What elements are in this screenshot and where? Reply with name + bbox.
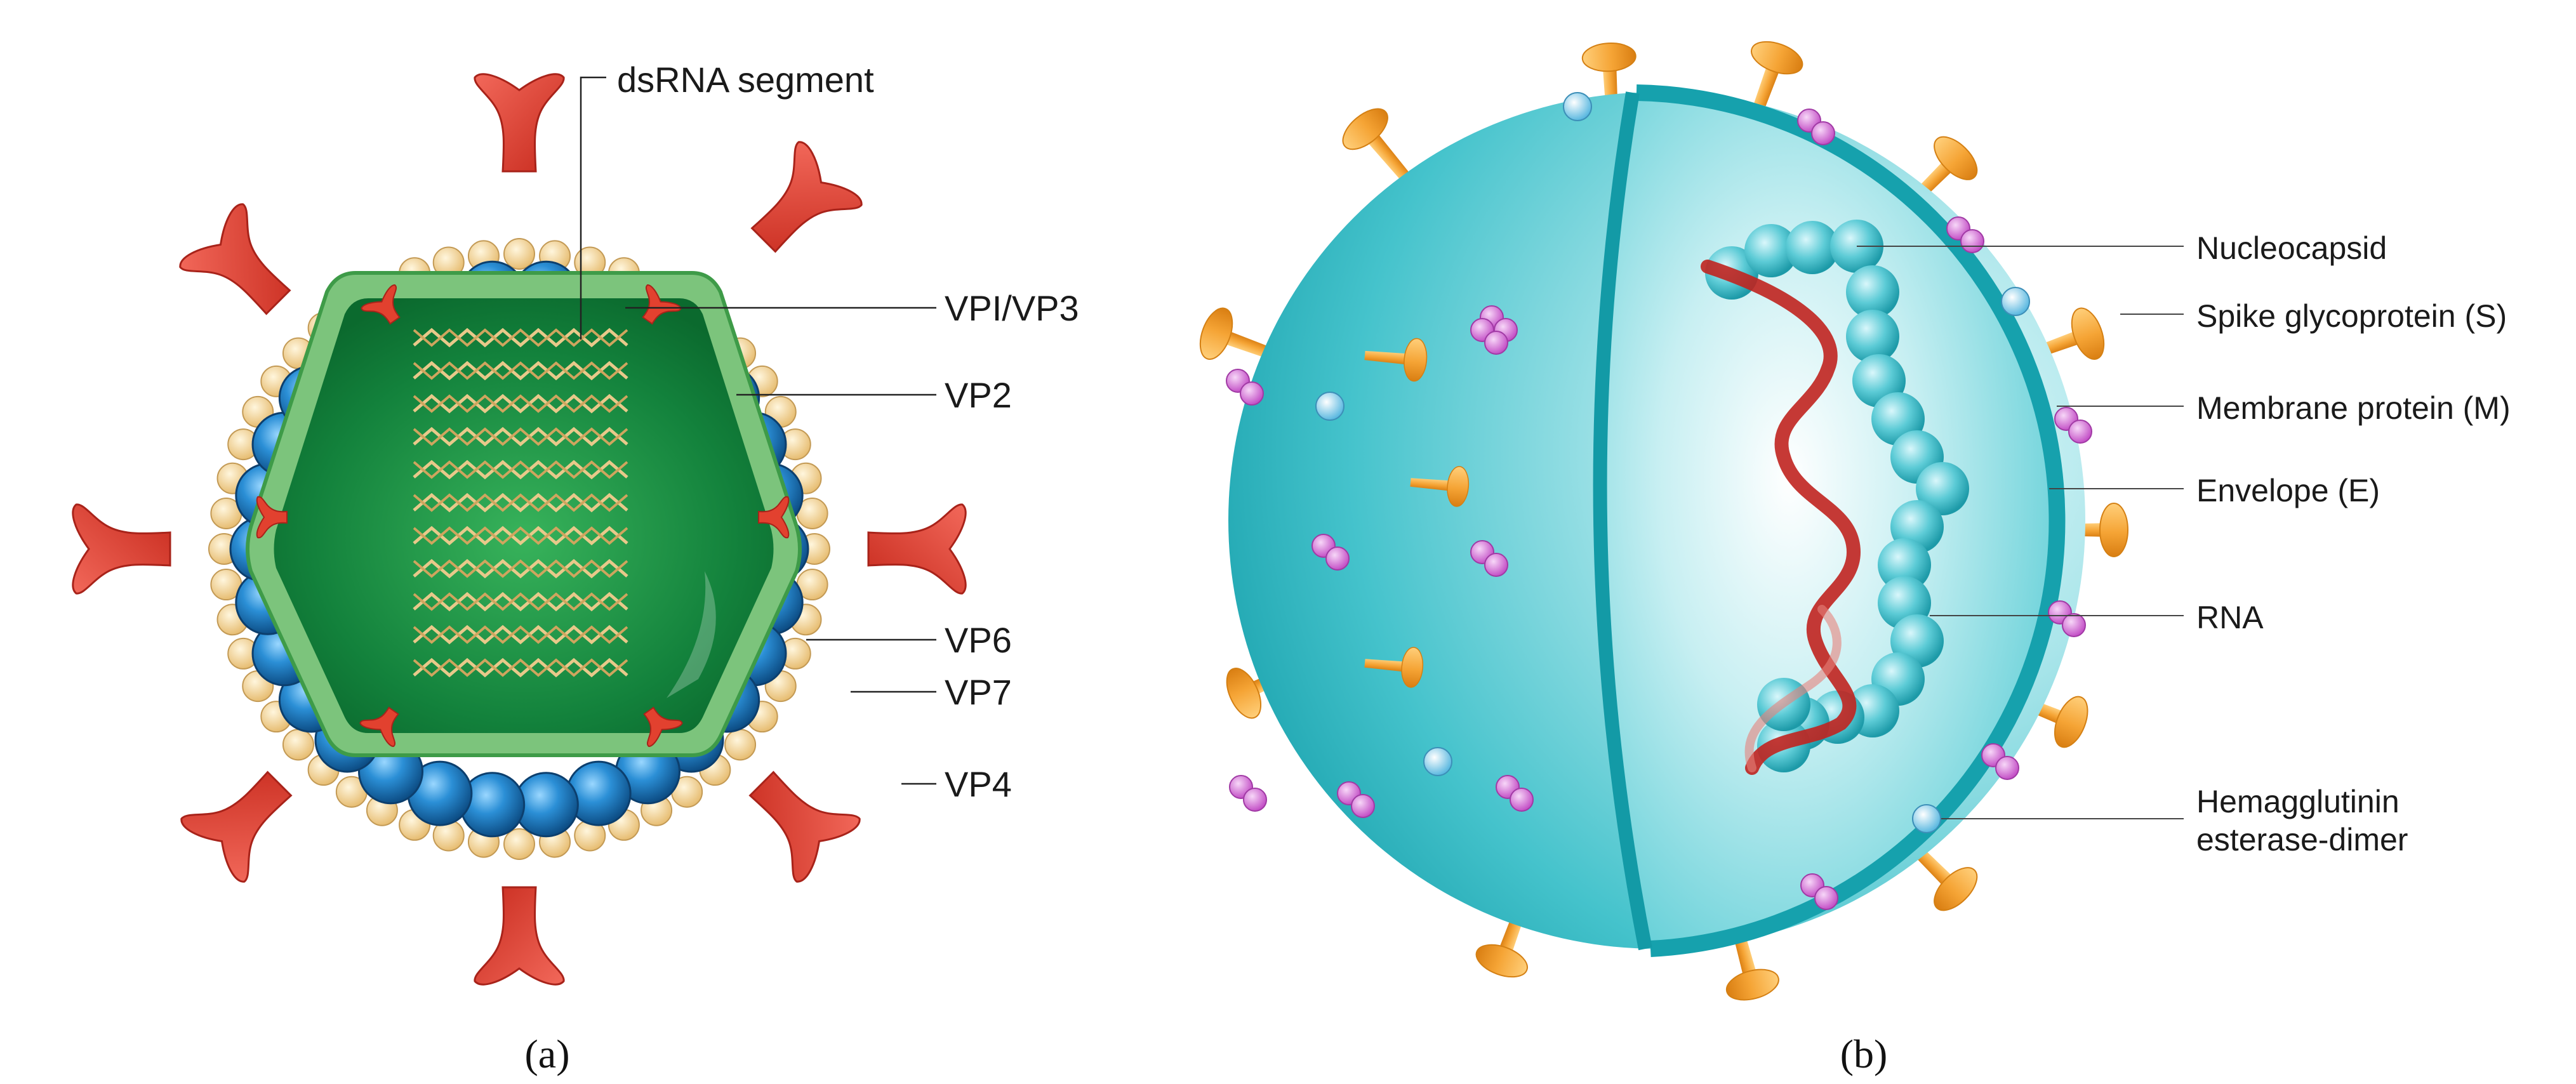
vp4-spike <box>732 140 863 271</box>
vp7-protein <box>725 729 755 760</box>
membrane-protein <box>1815 887 1838 909</box>
membrane-protein <box>2069 420 2092 443</box>
membrane-protein <box>1244 788 1266 811</box>
membrane-protein <box>1961 230 1984 253</box>
label-vp2: VP2 <box>945 375 1012 415</box>
vp4-spike <box>475 74 564 171</box>
label-vp4: VP4 <box>945 764 1012 804</box>
membrane-protein <box>1326 547 1349 570</box>
label-membrane-protein: Membrane protein (M) <box>2196 390 2511 426</box>
panel-a-diagram: dsRNA segment VPI/VP3 VP2 VP6 VP7 VP4 (a… <box>73 60 1079 1076</box>
vp4-spike <box>475 887 564 984</box>
vp7-protein <box>283 729 314 760</box>
membrane-protein <box>1351 795 1374 817</box>
membrane-protein <box>1510 788 1533 811</box>
membrane-protein <box>1485 553 1508 576</box>
label-spike-glycoprotein: Spike glycoprotein (S) <box>2196 298 2507 334</box>
membrane-protein <box>2062 614 2085 637</box>
membrane-protein <box>1240 382 1263 405</box>
membrane-protein <box>1812 122 1835 145</box>
caption-a: (a) <box>524 1031 569 1076</box>
vp4-spike <box>730 752 861 883</box>
he-dimer <box>1564 93 1591 121</box>
he-dimer <box>1913 805 1941 833</box>
vp4-spike <box>179 752 310 883</box>
cutaway-interior <box>1600 93 2052 949</box>
label-rna: RNA <box>2196 600 2264 635</box>
label-dsrna-segment: dsRNA segment <box>617 60 874 100</box>
label-nucleocapsid: Nucleocapsid <box>2196 230 2387 266</box>
panel-b-diagram: Nucleocapsid Spike glycoprotein (S) Memb… <box>1194 36 2511 1076</box>
label-vp1-vp3: VPI/VP3 <box>945 288 1079 328</box>
label-esterase-dimer: esterase-dimer <box>2196 822 2408 857</box>
panel-b-labels: Nucleocapsid Spike glycoprotein (S) Memb… <box>2196 230 2511 857</box>
vp7-protein <box>504 829 534 859</box>
label-vp7: VP7 <box>945 672 1012 712</box>
label-envelope: Envelope (E) <box>2196 473 2380 508</box>
vp4-spike <box>73 505 170 593</box>
label-vp6: VP6 <box>945 620 1012 660</box>
he-dimer <box>1424 748 1452 776</box>
vp7-protein <box>504 239 534 269</box>
membrane-protein <box>1485 331 1508 354</box>
he-dimer <box>1316 392 1344 420</box>
he-dimer <box>2002 288 2029 315</box>
label-hemagglutinin: Hemagglutinin <box>2196 784 2400 819</box>
membrane-protein <box>1996 757 2019 779</box>
vp4-spike <box>178 202 309 333</box>
vp4-spike <box>868 505 966 593</box>
caption-b: (b) <box>1840 1031 1888 1076</box>
